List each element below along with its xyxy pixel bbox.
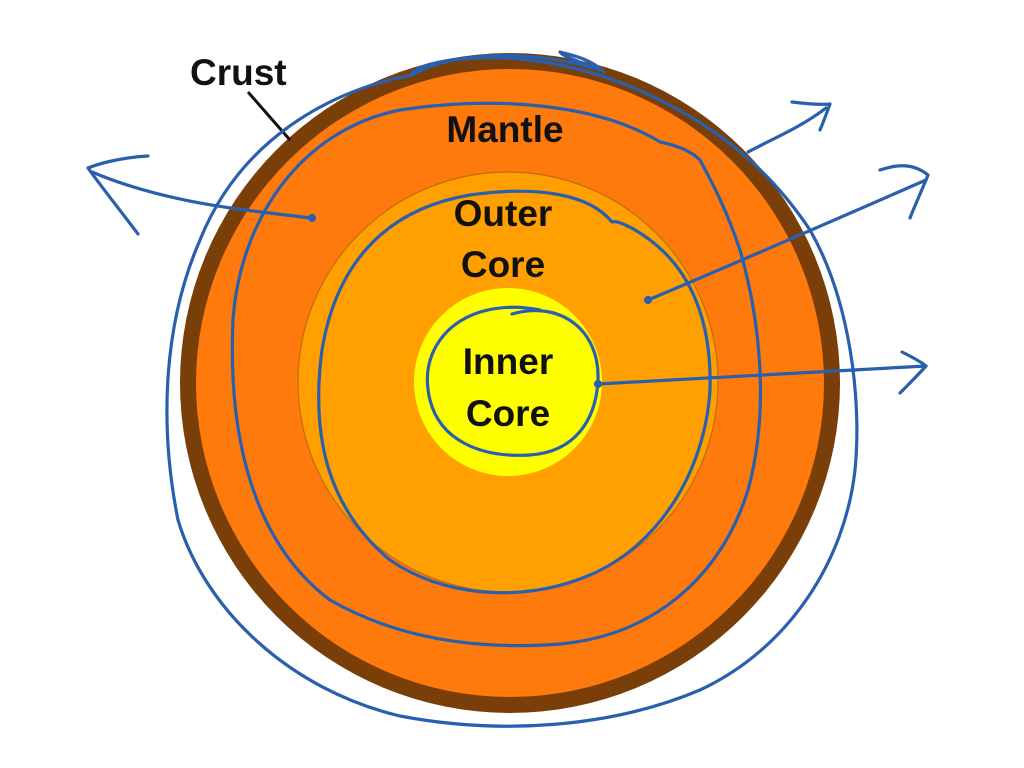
outer-outline-top-loop — [410, 50, 606, 77]
lower-right-arrow-head — [898, 350, 928, 395]
inner-core-layer — [414, 288, 602, 476]
outer-core-label-line2: Core — [461, 244, 545, 285]
outer-core-label-line1: Outer — [454, 193, 553, 234]
hand-drawn-annotations — [86, 50, 930, 728]
inner-core-arrow-dot — [593, 379, 603, 389]
top-right-arrow-head — [790, 100, 832, 132]
mantle-label: Mantle — [446, 109, 563, 150]
inner-core-label-line2: Core — [466, 393, 550, 434]
lower-right-arrow-line — [596, 364, 928, 386]
left-arrow-line — [90, 170, 312, 220]
outer-core-arrow-dot — [643, 295, 653, 305]
mantle-arrow-dot — [307, 213, 317, 223]
crust-label: Crust — [190, 52, 287, 93]
left-arrow-head — [86, 154, 150, 236]
inner-core-label-line1: Inner — [463, 341, 553, 382]
middle-right-arrow-head — [878, 164, 930, 220]
outer-core-outline-scribble — [317, 189, 712, 595]
outer-outline-scribble — [165, 56, 859, 728]
crust-pointer-line — [246, 91, 292, 141]
inner-core-outline-scribble — [425, 305, 600, 457]
mantle-outline-scribble — [230, 101, 763, 648]
top-right-arrow-line — [746, 106, 828, 154]
middle-right-arrow-line — [646, 178, 928, 302]
